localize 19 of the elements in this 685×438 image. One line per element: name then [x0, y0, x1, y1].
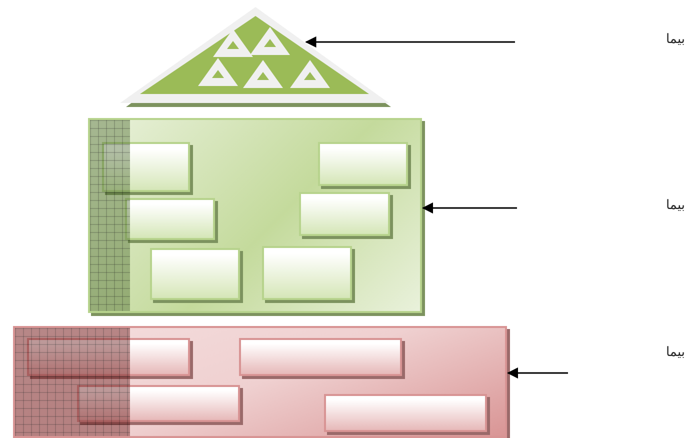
- empty-box: [27, 338, 190, 376]
- empty-box: [150, 248, 240, 300]
- arrow: [422, 202, 517, 214]
- side-label: بیما: [666, 345, 685, 360]
- empty-box: [239, 338, 402, 376]
- empty-box: [102, 142, 190, 192]
- empty-box: [318, 142, 408, 186]
- empty-box: [324, 394, 487, 432]
- arrow: [506, 367, 568, 379]
- arrow: [305, 36, 515, 48]
- empty-box: [299, 192, 390, 236]
- empty-box: [77, 385, 240, 422]
- panel: [13, 326, 507, 438]
- panel: [88, 118, 422, 313]
- side-label: بیما: [666, 198, 685, 213]
- roof-drawing: [118, 6, 393, 109]
- empty-box: [262, 246, 352, 300]
- empty-box: [125, 198, 215, 240]
- side-label: بیما: [666, 32, 685, 47]
